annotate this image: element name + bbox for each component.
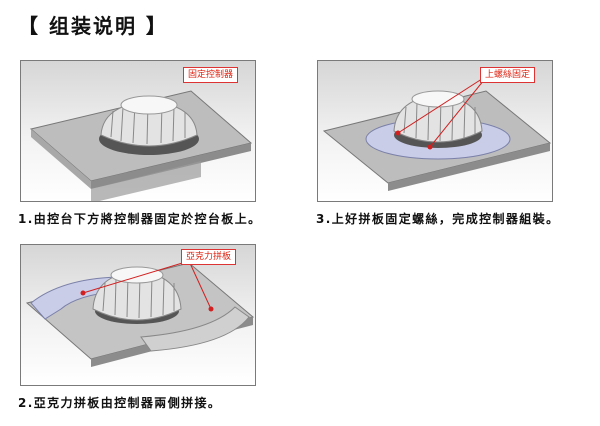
controller-mount-drawing	[29, 90, 253, 201]
callout-label: 固定控制器	[183, 67, 239, 83]
callout-label: 亞克力拼板	[181, 249, 237, 265]
page-title: 【 组装说明 】	[18, 14, 168, 38]
step-2-caption: 2.亞克力拼板由控制器兩側拼接。	[18, 396, 222, 410]
acrylic-panel-drawing	[25, 260, 255, 367]
step-3-caption: 3.上好拼板固定螺絲，完成控制器組裝。	[316, 212, 560, 226]
step-1-illustration: 固定控制器	[20, 60, 256, 202]
step-1-caption: 1.由控台下方將控制器固定於控台板上。	[18, 212, 262, 226]
screw-fixing-drawing	[322, 74, 552, 191]
callout-label: 上螺絲固定	[480, 67, 536, 83]
step-3-illustration: 上螺絲固定	[317, 60, 553, 202]
step-2-illustration: 亞克力拼板	[20, 244, 256, 386]
